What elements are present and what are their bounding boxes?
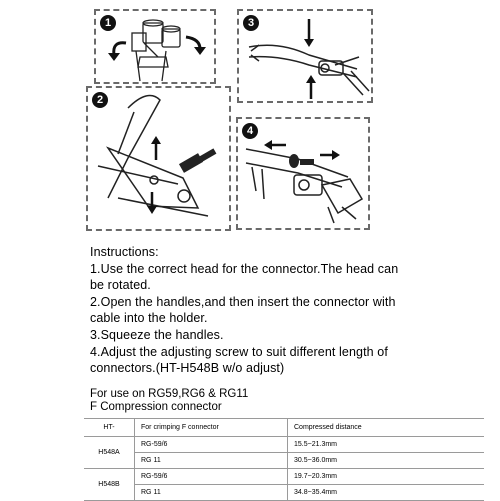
connector-cell: RG-59/6	[134, 468, 288, 485]
distance-cell: 30.5~36.0mm	[287, 452, 484, 469]
instruction-line: be rotated.	[90, 278, 151, 293]
usage-line-1: For use on RG59,RG6 & RG11	[90, 388, 249, 400]
instruction-line: 1.Use the correct head for the connector…	[90, 261, 399, 276]
instruction-line: 2.Open the handles,and then insert the c…	[90, 294, 396, 309]
step-3-badge: 3	[243, 15, 259, 31]
usage-caption: For use on RG59,RG6 & RG11 F Compression…	[90, 388, 248, 414]
connector-cell: RG-59/6	[134, 436, 288, 453]
spec-table: HT- For crimping F connector Compressed …	[84, 418, 484, 501]
model-cell: H548B	[84, 468, 135, 501]
distance-cell: 15.5~21.3mm	[287, 436, 484, 453]
connector-cell: RG 11	[134, 452, 288, 469]
table-row: H548A RG-59/6 15.5~21.3mm	[84, 436, 484, 469]
table-row: RG 11 34.8~35.4mm	[84, 484, 484, 501]
rotate-head-illustration	[108, 19, 206, 82]
instruction-line: connectors.(HT-H548B w/o adjust)	[90, 361, 285, 376]
step-1-panel: 1	[94, 9, 216, 84]
step-1-badge: 1	[100, 15, 116, 31]
distance-cell: 34.8~35.4mm	[287, 484, 484, 501]
instructions-heading: Instructions:	[90, 245, 159, 259]
usage-line-2: F Compression connector	[90, 401, 222, 413]
step-3-panel: 3	[237, 9, 373, 103]
table-header-row: HT- For crimping F connector Compressed …	[84, 418, 484, 437]
step-4-panel: 4	[236, 117, 370, 230]
table-row: RG 11 30.5~36.0mm	[84, 452, 484, 469]
instruction-line: 3.Squeeze the handles.	[90, 327, 224, 342]
table-row: H548B RG-59/6 19.7~20.3mm	[84, 468, 484, 501]
squeeze-handles-illustration	[248, 19, 370, 99]
instruction-line: cable into the holder.	[90, 311, 208, 326]
model-cell: H548A	[84, 436, 135, 469]
header-distance: Compressed distance	[287, 418, 484, 437]
header-model: HT-	[84, 418, 135, 437]
instructions-block: Instructions: 1.Use the correct head for…	[90, 244, 490, 377]
distance-cell: 19.7~20.3mm	[287, 468, 484, 485]
step-2-panel: 2	[86, 86, 231, 231]
step-4-badge: 4	[242, 123, 258, 139]
insert-connector-illustration	[97, 94, 217, 217]
instruction-line: 4.Adjust the adjusting screw to suit dif…	[90, 344, 388, 359]
header-connector: For crimping F connector	[134, 418, 288, 437]
connector-cell: RG 11	[134, 484, 288, 501]
step-2-badge: 2	[92, 92, 108, 108]
adjust-screw-illustration	[245, 140, 364, 224]
rotate-left-arrow	[112, 41, 127, 56]
